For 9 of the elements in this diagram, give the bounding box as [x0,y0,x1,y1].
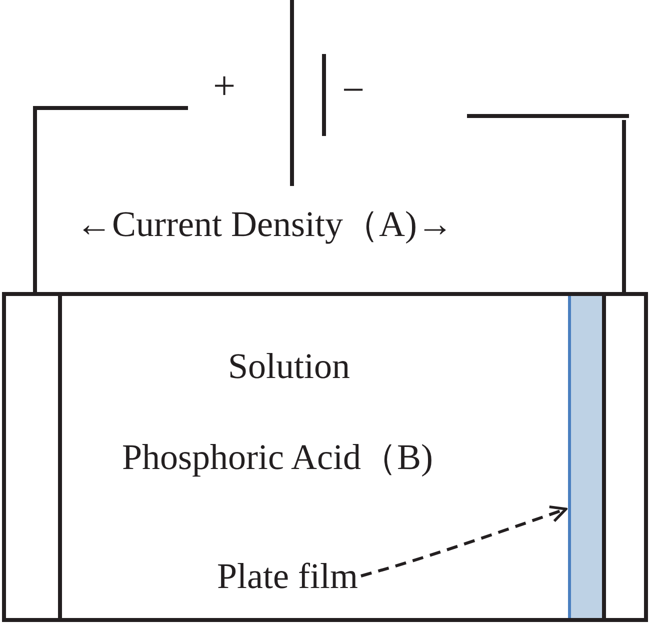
plus-sign: + [213,66,236,106]
current-density-label: ←Current Density（A)→ [76,206,453,242]
callout-label: Plate film [217,558,358,594]
electrolysis-tank [2,292,648,622]
tank-label: Solution [228,348,350,384]
film-bar [568,296,602,618]
tank-label: Phosphoric Acid（B) [122,439,433,475]
minus-sign: − [342,70,365,110]
leader-arrow [360,506,568,578]
